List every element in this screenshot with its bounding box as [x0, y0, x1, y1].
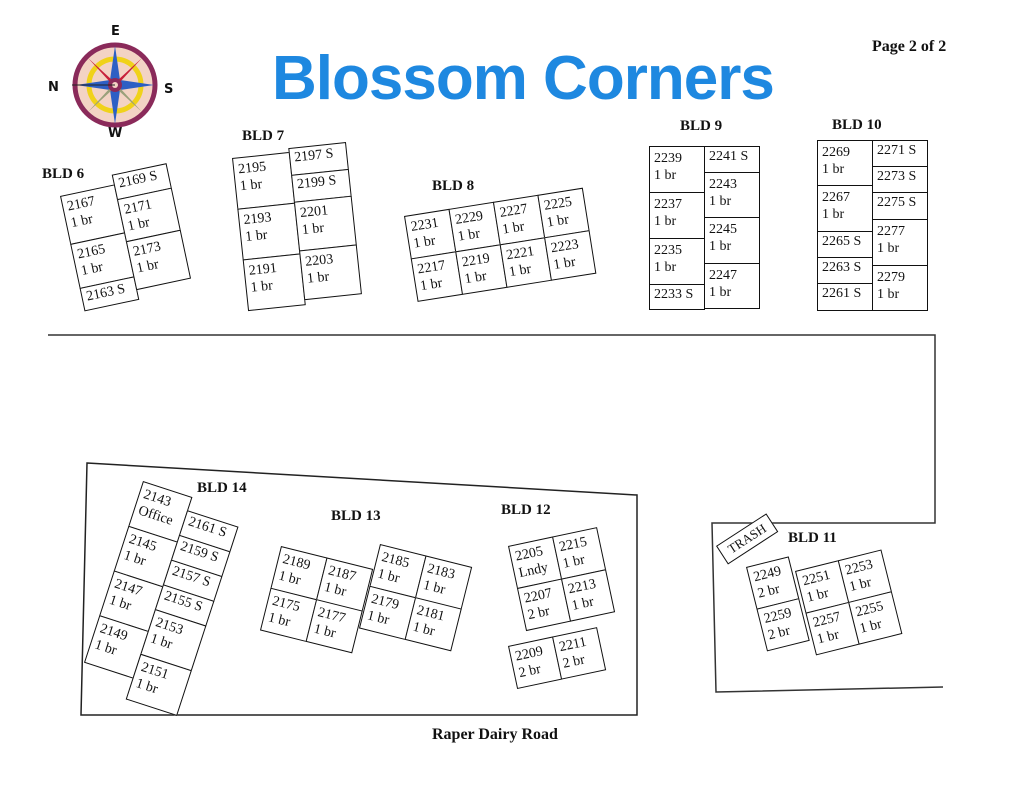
compass-south-label: S: [164, 82, 174, 97]
bld-9-label: BLD 9: [680, 118, 723, 134]
page-title: Blossom Corners: [272, 44, 775, 113]
unit-2241s[interactable]: 2241 S: [704, 146, 760, 173]
compass-east-label: E: [111, 24, 120, 39]
unit-2273s[interactable]: 2273 S: [872, 166, 928, 193]
compass-north-label: N: [48, 80, 59, 95]
bld-12-label: BLD 12: [501, 502, 551, 518]
unit-2263s[interactable]: 2263 S: [817, 257, 873, 284]
page-number: Page 2 of 2: [872, 38, 947, 55]
unit-2275s[interactable]: 2275 S: [872, 192, 928, 220]
unit-2265s[interactable]: 2265 S: [817, 231, 873, 258]
bld-10-label: BLD 10: [832, 117, 882, 133]
compass-west-label: W: [108, 126, 123, 141]
bld-11-label: BLD 11: [788, 530, 837, 546]
compass-rose-icon: [72, 42, 158, 128]
bld-7-label: BLD 7: [242, 128, 285, 144]
road-label: Raper Dairy Road: [432, 726, 558, 743]
bld-13-label: BLD 13: [331, 508, 381, 524]
compass-rose: E N S W: [44, 24, 184, 144]
unit-2271s[interactable]: 2271 S: [872, 140, 928, 167]
unit-2233s[interactable]: 2233 S: [649, 284, 705, 310]
bld-6-label: BLD 6: [42, 166, 85, 182]
bld-14-label: BLD 14: [197, 480, 247, 496]
bld-8-label: BLD 8: [432, 178, 475, 194]
unit-2261s[interactable]: 2261 S: [817, 283, 873, 311]
